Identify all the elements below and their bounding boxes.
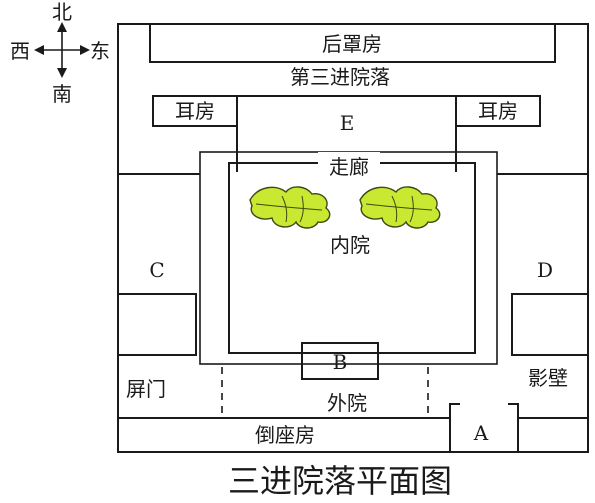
east-arrow-icon	[80, 45, 90, 55]
gate-b-label: B	[333, 350, 348, 374]
gate-a	[449, 403, 519, 452]
diagram-caption: 三进院落平面图	[228, 462, 452, 500]
main-hall-e	[236, 95, 457, 172]
compass-south: 南	[52, 82, 72, 106]
compass-north: 北	[52, 0, 72, 24]
spirit-wall-label: 影壁	[528, 366, 568, 390]
south-arrow-icon	[57, 68, 67, 78]
north-arrow-icon	[57, 22, 67, 32]
inner-court-label: 内院	[330, 233, 370, 257]
main-hall-e-label: E	[340, 111, 355, 135]
west-arrow-icon	[34, 45, 44, 55]
corridor-outer-wall	[199, 151, 498, 365]
plant-left-icon	[249, 186, 331, 229]
screen-door-label: 屏门	[126, 377, 166, 401]
side-wing-c	[118, 173, 200, 356]
compass-east: 东	[90, 39, 110, 63]
plant-right-icon	[359, 186, 441, 229]
third-courtyard-label: 第三进院落	[290, 65, 390, 89]
rear-row-building	[149, 23, 556, 63]
side-wing-c-label: C	[149, 258, 164, 282]
ear-room-left-label: 耳房	[175, 99, 215, 123]
corridor-label: 走廊	[329, 155, 369, 179]
side-wing-d	[497, 173, 588, 356]
rear-row-label: 后罩房	[322, 32, 382, 56]
front-row-label: 倒座房	[255, 423, 315, 447]
compass-west: 西	[10, 39, 30, 63]
corridor-label-bg	[318, 152, 380, 174]
side-wing-d-label: D	[537, 258, 553, 282]
gate-b	[301, 342, 379, 380]
compass: 北 南 东 西	[10, 0, 110, 106]
ear-room-right-label: 耳房	[478, 99, 518, 123]
outer-court-label: 外院	[327, 391, 367, 415]
gate-a-label: A	[473, 421, 489, 445]
